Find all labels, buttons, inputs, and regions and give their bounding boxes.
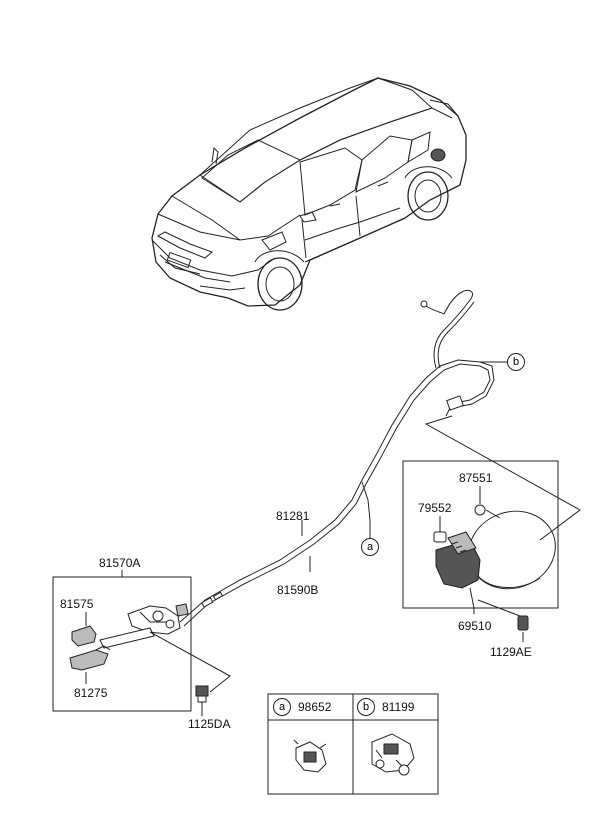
part-label-bumper: 79552 [418,501,452,515]
callout-b: b [507,353,525,371]
part-label-handle-a: 81575 [60,597,94,611]
legend-part-a: 98652 [298,700,332,714]
legend-callout-a: a [273,698,291,716]
part-label-cable-b: 81590B [277,583,319,597]
part-label-spring: 87551 [459,471,493,485]
fuel-door-box [402,415,581,642]
legend-box [267,693,439,795]
legend-part-b: 81199 [382,700,415,714]
part-label-handle-b: 81275 [74,686,108,700]
part-label-fuel-door: 69510 [458,619,492,633]
callout-a: a [361,538,379,556]
part-label-bolt-left: 1125DA [188,717,231,731]
release-cable [179,289,508,627]
lid-opener-box [52,570,231,716]
part-label-screw-right: 1129AE [490,645,532,659]
legend-callout-b: b [357,698,375,716]
part-label-cable-a: 81281 [276,509,310,523]
car-illustration [151,77,467,311]
part-label-lid-assy: 81570A [99,556,141,570]
